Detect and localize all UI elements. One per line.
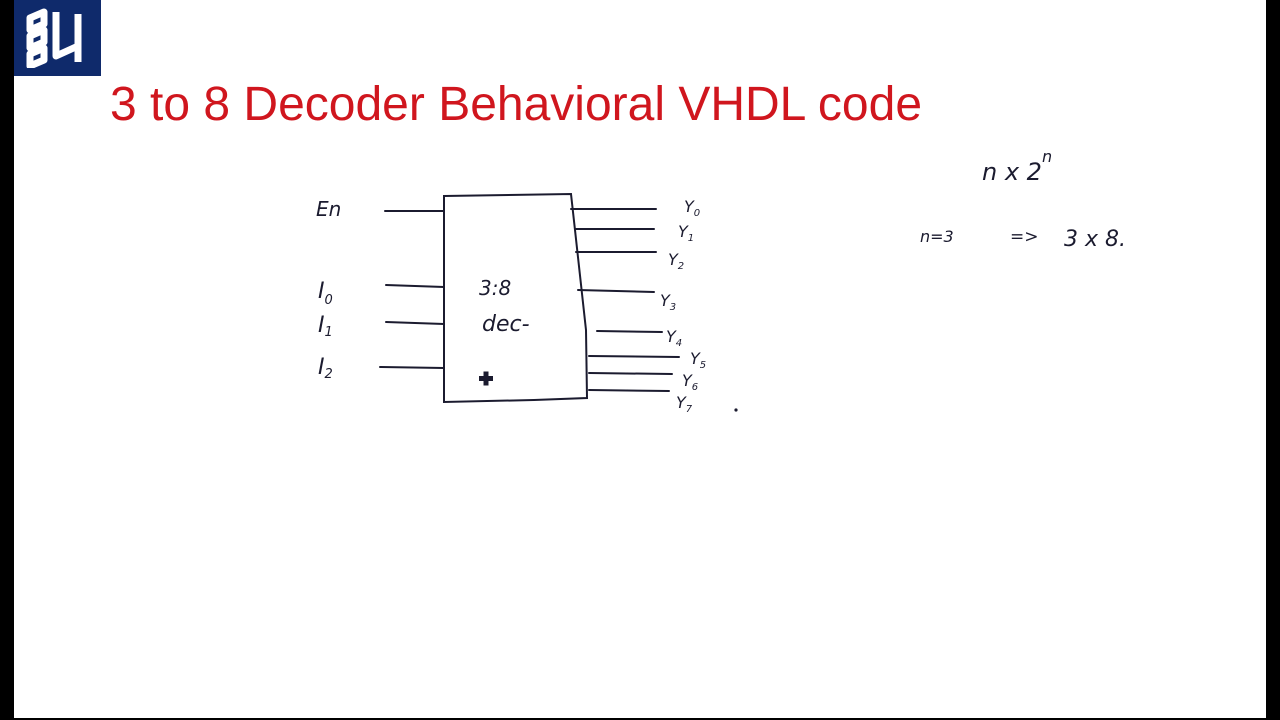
output-label-y2-main: Y xyxy=(668,250,679,269)
output-label-y4: Y4 xyxy=(666,327,682,349)
wire-i1 xyxy=(385,321,445,325)
whiteboard: 3:8 dec- En I0 I1 I2 Y0 Y1 Y2 Y3 Y4 Y5 xyxy=(316,147,1126,415)
formula-text: n x 2n xyxy=(982,147,1052,186)
input-label-i2-main: I xyxy=(318,355,325,380)
input-label-i2: I2 xyxy=(318,355,333,382)
input-label-i2-sub: 2 xyxy=(325,367,333,382)
result-note: 3 x 8. xyxy=(1064,227,1126,252)
output-label-y3-sub: 3 xyxy=(670,302,676,313)
output-label-y6-main: Y xyxy=(682,371,693,390)
output-label-y6-sub: 6 xyxy=(692,382,698,393)
formula-base: n x 2 xyxy=(982,158,1042,186)
input-label-i0-main: I xyxy=(318,279,325,304)
output-label-y0: Y0 xyxy=(684,197,700,219)
decoder-block xyxy=(443,192,589,404)
wire-y5 xyxy=(588,355,680,358)
output-label-y5-main: Y xyxy=(690,349,701,368)
wire-i2 xyxy=(379,366,445,369)
output-label-y4-main: Y xyxy=(666,327,677,346)
output-label-y4-sub: 4 xyxy=(676,338,682,349)
implies-arrow: => xyxy=(1010,227,1039,247)
output-label-y2: Y2 xyxy=(668,250,684,272)
output-label-y7: Y7 xyxy=(676,393,693,415)
wire-y4 xyxy=(596,330,663,333)
output-label-y2-sub: 2 xyxy=(678,261,684,272)
input-label-i0-sub: 0 xyxy=(325,293,333,308)
output-label-y1: Y1 xyxy=(678,222,694,244)
trailing-dot xyxy=(734,408,738,412)
wire-y7 xyxy=(588,389,670,392)
output-label-y7-sub: 7 xyxy=(686,404,693,415)
input-label-i0: I0 xyxy=(318,279,333,308)
decoder-label-name: dec- xyxy=(482,312,530,337)
input-label-i1-main: I xyxy=(318,313,325,338)
output-label-y6: Y6 xyxy=(682,371,698,393)
cursor-cross-icon xyxy=(479,371,493,386)
input-label-en: En xyxy=(316,197,341,221)
output-label-y5: Y5 xyxy=(690,349,706,371)
input-label-i1-sub: 1 xyxy=(325,325,333,340)
wire-y3 xyxy=(577,289,655,293)
decoder-label-ratio: 3:8 xyxy=(479,276,511,300)
brand-logo-icon xyxy=(26,8,82,68)
output-label-y3: Y3 xyxy=(660,291,676,313)
output-label-y0-main: Y xyxy=(684,197,695,216)
output-label-y7-main: Y xyxy=(676,393,687,412)
output-label-y3-main: Y xyxy=(660,291,671,310)
slide: 3 to 8 Decoder Behavioral VHDL code 3:8 … xyxy=(14,0,1266,718)
formula-exponent: n xyxy=(1042,147,1052,166)
output-label-y1-main: Y xyxy=(678,222,689,241)
page-title: 3 to 8 Decoder Behavioral VHDL code xyxy=(110,78,923,131)
input-label-i1: I1 xyxy=(318,313,333,340)
output-label-y1-sub: 1 xyxy=(688,233,694,244)
output-label-y0-sub: 0 xyxy=(694,208,700,219)
n-value-note: n=3 xyxy=(920,227,954,246)
wire-y6 xyxy=(588,372,673,375)
output-label-y5-sub: 5 xyxy=(700,360,706,371)
wire-i0 xyxy=(385,284,445,288)
brand-logo xyxy=(14,0,101,76)
